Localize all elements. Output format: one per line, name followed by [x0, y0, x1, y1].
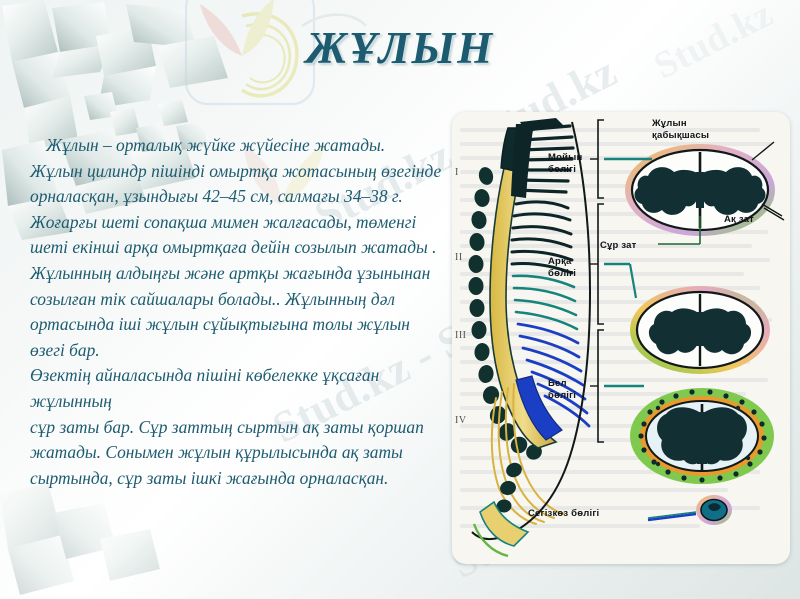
label-sacral-region: Сегізкөз бөлігі [528, 508, 600, 519]
spinal-cord-diagram: Жұлын қабықшасы Сұр зат Ақ зат Мойын бөл… [452, 112, 790, 564]
label-thoracic-region: Арқа бөлігі [548, 256, 577, 279]
paragraph: Өзектің айналасында пішіні көбелекке ұқс… [30, 365, 380, 411]
page-title: ЖҰЛЫН [305, 23, 495, 73]
label-white-matter: Ақ зат [724, 214, 754, 225]
label-gray-matter: Сұр зат [600, 240, 637, 251]
label-lumbar-region: Бел бөлігі [548, 378, 577, 401]
paragraph: Жұлын – орталық жүйке жүйесіне жатады. Ж… [30, 135, 442, 258]
label-cervical-region: Мойын бөлігі [548, 152, 583, 175]
roman-marker-iii: III [455, 330, 467, 341]
cross-section-lumbar [604, 384, 774, 484]
spine-illustration [468, 118, 604, 558]
roman-marker-iv: IV [455, 415, 467, 426]
roman-marker-i: I [455, 167, 459, 178]
roman-marker-ii: II [455, 252, 463, 263]
paragraph: сұр заты бар. Сұр заттың сыртын ақ заты … [30, 416, 424, 488]
paragraph: Жұлынның алдыңғы және артқы жағында ұзын… [30, 262, 431, 360]
diagram-artwork [468, 118, 785, 558]
label-meninges: Жұлын қабықшасы [652, 118, 710, 141]
body-text-block: Жұлын – орталық жүйке жүйесіне жатады. Ж… [30, 133, 442, 491]
cross-section-cervical [604, 141, 785, 245]
cross-section-thoracic [604, 262, 770, 374]
cross-section-sacral [647, 495, 732, 525]
